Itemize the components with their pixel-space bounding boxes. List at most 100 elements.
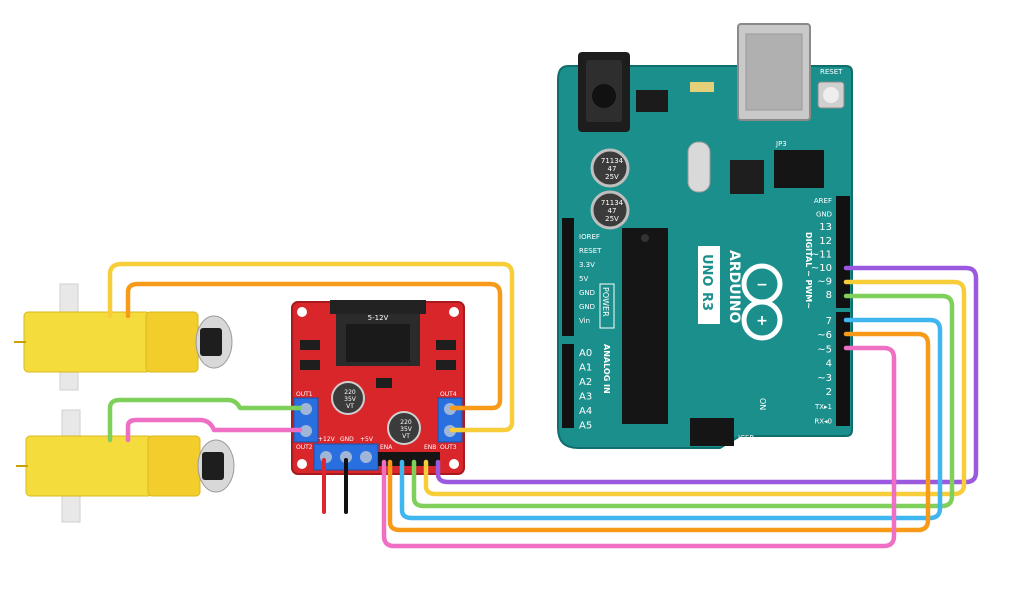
digital-pin-label-top-7: 8 [826,290,832,301]
power-pin-label-4: GND [579,289,595,297]
digital-pin-label-top-6: ~9 [817,277,832,288]
analog-pin-label-4: A4 [579,406,592,417]
svg-text:+: + [756,313,768,329]
label-gnd: GND [340,436,354,443]
driver-chip-label: 5-12V [368,314,389,322]
jp3-header: JP3 [774,140,824,188]
svg-text:47: 47 [608,207,617,215]
svg-text:71134: 71134 [601,199,624,207]
reset-label: RESET [820,68,843,76]
digital-pin-label-top-4: ~11 [811,249,832,260]
power-header [562,218,574,336]
digital-pin-label-bottom-3: 4 [826,359,832,370]
wire-purple-pin10 [435,265,979,485]
power-pin-label-6: Vin [579,317,590,325]
power-group-label: POWER [601,287,610,317]
power-pin-label-3: 5V [579,275,588,283]
label-out1: OUT1 [296,391,313,398]
digital-pin-label-bottom-2: ~5 [817,344,832,355]
svg-text:47: 47 [608,165,617,173]
power-pin-label-2: 3.3V [579,261,595,269]
motor-top [14,283,233,391]
analog-pin-label-5: A5 [579,421,592,432]
analog-pin-label-0: A0 [579,348,592,359]
svg-text:25V: 25V [605,173,619,181]
analog-pin-label-2: A2 [579,377,592,388]
wire-blue-pin7 [399,317,943,521]
digital-header-top [836,196,850,308]
power-pin-label-1: RESET [579,247,602,255]
svg-text:35V: 35V [344,396,357,403]
arduino-logo: − + [741,263,783,341]
wire-yellow-motor-top [107,261,515,433]
wire-pink-motor-bottom [125,417,303,443]
digital-pin-label-top-0: AREF [814,197,832,205]
icsp-header: ICSP [690,418,754,446]
power-pin-label-0: IOREF [579,233,600,241]
digital-label: DIGITAL ~ PWM~ [804,232,813,309]
svg-text:220: 220 [400,419,412,426]
digital-header-bottom [836,312,850,426]
wire-green-motor-bottom [107,397,303,443]
digital-pin-label-bottom-5: 2 [826,387,832,398]
svg-text:R3: R3 [699,292,714,311]
svg-text:JP3: JP3 [775,140,787,148]
on-led-label: ON [758,398,767,410]
label-out3: OUT3 [440,444,457,451]
svg-text:71134: 71134 [601,157,624,165]
motor-bottom [16,409,235,523]
uno-badge: UNO R3 [698,246,720,324]
digital-pin-label-bottom-0: 7 [826,316,832,327]
wire-pink-pin5 [381,345,897,549]
power-header-labels: IOREF RESET 3.3V 5V GND GND Vin [579,233,602,325]
digital-pin-label-bottom-7: RX◂0 [814,417,832,425]
capacitor-1: 71134 47 25V [590,148,630,188]
svg-text:ICSP: ICSP [738,434,754,442]
digital-pin-label-bottom-1: ~6 [817,330,832,341]
svg-text:25V: 25V [605,215,619,223]
driver-control-header [378,452,440,466]
wires [107,261,979,549]
svg-text:VT: VT [402,433,410,440]
terminal-out1-out2 [293,397,319,443]
digital-pin-label-bottom-4: ~3 [817,373,832,384]
digital-pin-label-top-2: 13 [819,222,832,233]
label-enb: ENB [424,444,436,451]
crystal-oscillator [687,141,711,193]
analog-pin-label-3: A3 [579,392,592,403]
digital-pin-label-top-5: ~10 [811,263,832,274]
wire-green-pin8 [411,293,955,509]
analog-header [562,344,574,428]
terminal-out3-out4 [437,397,463,443]
driver-capacitor-2: 220 35V VT [387,411,421,445]
power-group-box [599,283,615,329]
driver-capacitor-1: 220 35V VT [331,381,365,415]
digital-pin-label-bottom-6: TX▸1 [814,403,832,411]
label-out4: OUT4 [440,391,457,398]
power-pin-label-5: GND [579,303,595,311]
wire-yellow-pin9 [423,279,967,497]
heatsink [330,300,426,366]
label-5v: +5V [360,436,374,443]
capacitor-2: 71134 47 25V [590,190,630,230]
digital-pin-label-top-1: GND [816,211,832,219]
svg-text:VT: VT [346,403,354,410]
wire-orange-motor-top [125,281,503,411]
atmega-chip [622,228,668,424]
label-ena: ENA [380,444,393,451]
arduino-brand: ARDUINO [726,250,742,324]
label-12v: +12V [318,436,336,443]
svg-text:−: − [756,277,768,293]
wire-orange-pin6 [387,331,931,533]
svg-text:UNO: UNO [699,254,714,287]
analog-in-label: ANALOG IN [602,344,611,394]
analog-pin-label-1: A1 [579,363,592,374]
l298n-driver-board: 5-12V 220 35V VT 220 35V VT [291,300,465,475]
label-out2: OUT2 [296,444,313,451]
svg-text:35V: 35V [400,426,413,433]
arduino-uno-board: RESET 71134 47 25V 71134 47 25V JP3 [557,23,853,449]
